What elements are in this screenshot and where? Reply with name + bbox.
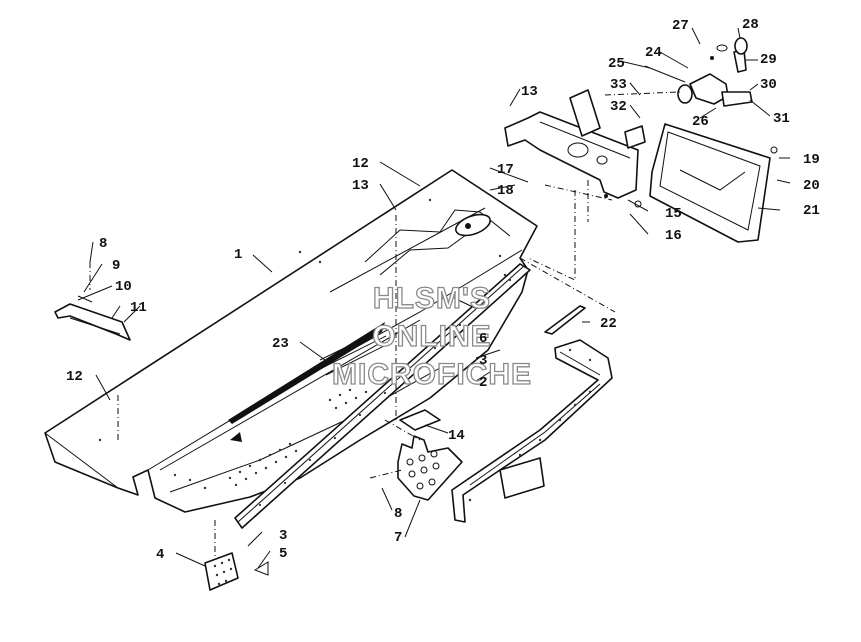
callout-14: 14 (448, 428, 465, 444)
callout-3a: 3 (479, 353, 487, 369)
bracket-part (399, 409, 441, 431)
callout-3b: 3 (279, 528, 287, 544)
hinge-part (54, 295, 131, 341)
callout-30: 30 (760, 77, 777, 93)
callout-20: 20 (803, 178, 820, 194)
rear-panel-part (204, 552, 239, 591)
callout-12b: 12 (66, 369, 83, 385)
callout-11: 11 (130, 300, 147, 316)
callout-10: 10 (115, 279, 132, 295)
callout-4: 4 (156, 547, 164, 563)
front-bumper-part (451, 339, 613, 523)
callout-labels: 1 2 3 3 4 5 6 7 8 8 9 10 11 12 12 13 13 … (66, 17, 820, 563)
windshield-part (649, 123, 771, 243)
callout-21: 21 (803, 203, 820, 219)
assembly-lines (89, 91, 681, 560)
callout-9: 9 (112, 258, 120, 274)
callout-8a: 8 (99, 236, 107, 252)
callout-25: 25 (608, 56, 625, 72)
callout-28: 28 (742, 17, 759, 33)
watermark-line-3: MICROFICHE (332, 358, 532, 391)
callout-27: 27 (672, 18, 689, 34)
callout-8b: 8 (394, 506, 402, 522)
callout-12a: 12 (352, 156, 369, 172)
callout-29: 29 (760, 52, 777, 68)
callout-22: 22 (600, 316, 617, 332)
callout-5: 5 (279, 546, 287, 562)
callout-23: 23 (272, 336, 289, 352)
callout-31: 31 (773, 111, 790, 127)
callout-32: 32 (610, 99, 627, 115)
callout-15: 15 (665, 206, 682, 222)
callout-1: 1 (234, 247, 242, 263)
callout-24: 24 (645, 45, 662, 61)
callout-7: 7 (394, 530, 402, 546)
handle-assembly-part (604, 37, 778, 208)
footrest-plate-part (397, 435, 463, 501)
callout-13a: 13 (352, 178, 369, 194)
watermark-line-2: ONLINE (372, 320, 491, 353)
gasket-part (544, 305, 586, 335)
callout-17: 17 (497, 162, 514, 178)
decal-stripe-part (228, 322, 389, 424)
watermark: HLSM'S ONLINE MICROFICHE (331, 281, 532, 391)
side-rail-part (234, 263, 531, 529)
leader-lines (77, 27, 791, 569)
callout-6: 6 (479, 331, 487, 347)
watermark-line-1: HLSM'S (373, 282, 491, 315)
rivet-part (253, 561, 269, 576)
callout-18: 18 (497, 183, 514, 199)
callout-26: 26 (692, 114, 709, 130)
callout-2: 2 (479, 375, 487, 391)
callout-13b: 13 (521, 84, 538, 100)
console-bracket-part (504, 89, 646, 199)
callout-33: 33 (610, 77, 627, 93)
callout-16: 16 (665, 228, 682, 244)
callout-19: 19 (803, 152, 820, 168)
